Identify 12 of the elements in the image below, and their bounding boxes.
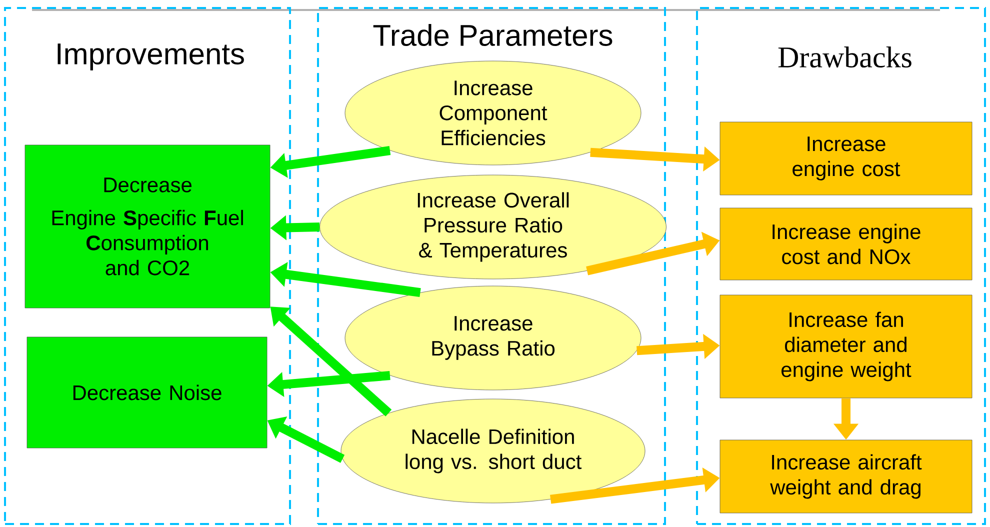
column-heading: Drawbacks [778, 46, 912, 68]
drawback-box: Increase engine cost and NOx [720, 208, 972, 280]
column-heading: Improvements [58, 44, 244, 70]
column-panel [696, 7, 986, 525]
drawback-box: Increase engine cost [720, 122, 972, 196]
column-panel [4, 7, 291, 525]
improvement-box: Decrease Engine Specific Fuel Consumption and CO2 [24, 144, 270, 308]
drawback-box: Increase fan diameter and engine weight [720, 294, 972, 398]
column-heading: Trade Parameters [373, 24, 612, 46]
drawback-box: Increase aircraft weight and drag [720, 440, 972, 514]
improvement-box: Decrease Noise [26, 336, 268, 448]
column-panel [317, 7, 666, 525]
